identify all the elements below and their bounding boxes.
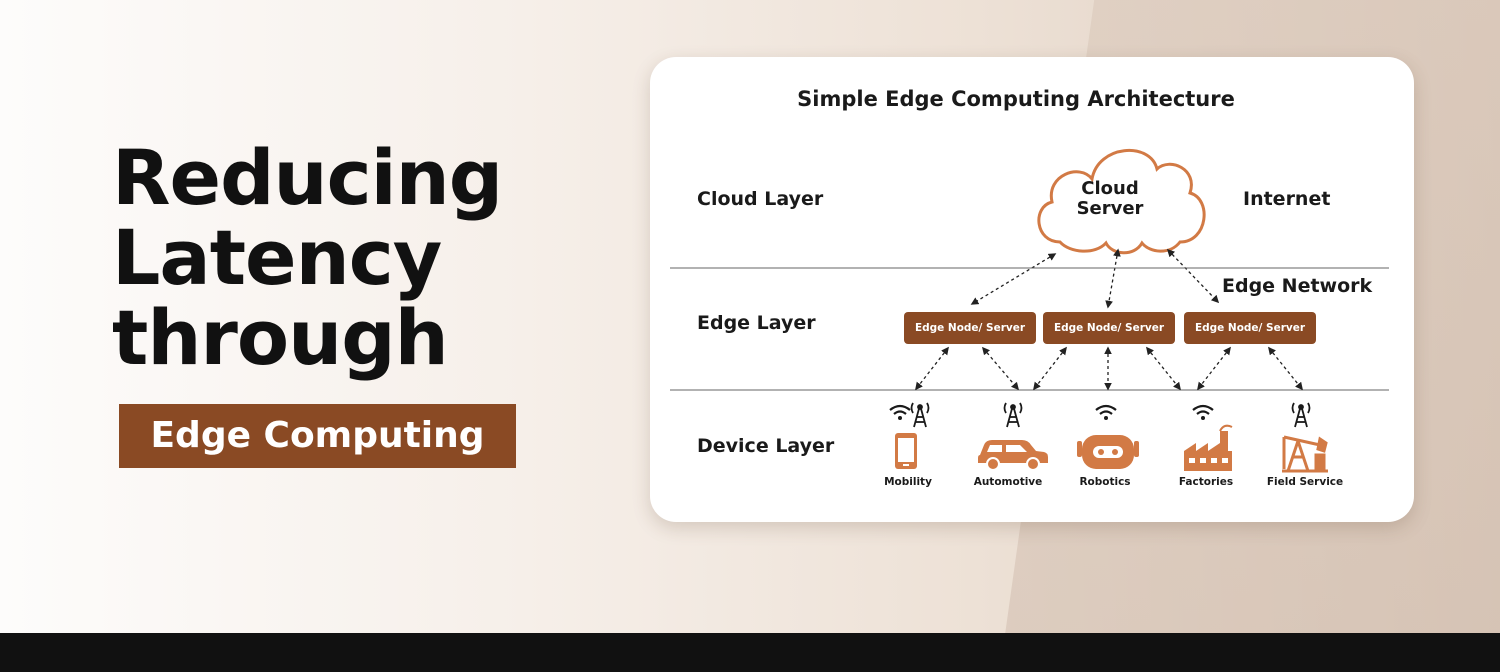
cloud-server-label-line-1: Cloud (1081, 178, 1139, 199)
headline-line-2: Latency (112, 213, 442, 302)
edge-device-links (915, 346, 1303, 391)
bottom-bar (0, 633, 1500, 672)
edge-node-1: Edge Node/ Server (904, 312, 1036, 344)
edge-node-3: Edge Node/ Server (1184, 312, 1316, 344)
edge-layer-label: Edge Layer (697, 312, 816, 334)
car-icon (978, 440, 1048, 471)
cloud-server-label-line-2: Server (1076, 198, 1144, 219)
internet-label: Internet (1243, 188, 1331, 210)
device-label-field-service: Field Service (1266, 476, 1344, 488)
architecture-card: Simple Edge Computing Architecture Cloud… (650, 57, 1414, 522)
link-cloud-node-3 (1166, 248, 1220, 304)
device-label-robotics: Robotics (1079, 476, 1131, 488)
diagram-title: Simple Edge Computing Architecture (797, 87, 1235, 111)
cell-tower-icon (1291, 402, 1311, 428)
device-label-factories: Factories (1178, 476, 1234, 488)
robot-icon (1077, 435, 1139, 469)
link-node-3-factories (1197, 346, 1231, 391)
headline-line-1: Reducing (112, 133, 503, 222)
link-node-1-automotive (981, 346, 1020, 391)
cloud-edge-links (970, 248, 1220, 309)
device-label-mobility: Mobility (884, 476, 932, 488)
edge-network-label: Edge Network (1222, 275, 1373, 297)
architecture-diagram (670, 148, 1389, 473)
wifi-icon (889, 404, 911, 420)
wifi-icon (1095, 404, 1117, 420)
device-layer-label: Device Layer (697, 435, 835, 457)
link-cloud-node-1 (970, 253, 1057, 305)
headline: Reducing Latency through (112, 138, 632, 378)
device-label-automotive: Automotive (973, 476, 1043, 488)
edge-node-2: Edge Node/ Server (1043, 312, 1175, 344)
cloud-server-label: Cloud Server (1060, 179, 1160, 219)
link-node-1-mobility (915, 346, 949, 391)
oil-pump-icon (1282, 435, 1328, 473)
link-cloud-node-2 (1105, 248, 1121, 309)
cloud-layer-label: Cloud Layer (697, 188, 824, 210)
cell-tower-icon (1003, 402, 1023, 428)
edge-computing-tag: Edge Computing (119, 404, 516, 468)
cloud-icon (1037, 148, 1206, 255)
link-node-2-factories (1146, 346, 1181, 391)
factory-icon (1184, 424, 1233, 471)
headline-line-3: through (112, 293, 449, 382)
link-node-2-automotive (1033, 346, 1067, 391)
cell-tower-icon (910, 402, 930, 428)
wifi-icon (1192, 404, 1214, 420)
link-node-3-field-service (1268, 346, 1303, 391)
smartphone-icon (895, 433, 917, 469)
